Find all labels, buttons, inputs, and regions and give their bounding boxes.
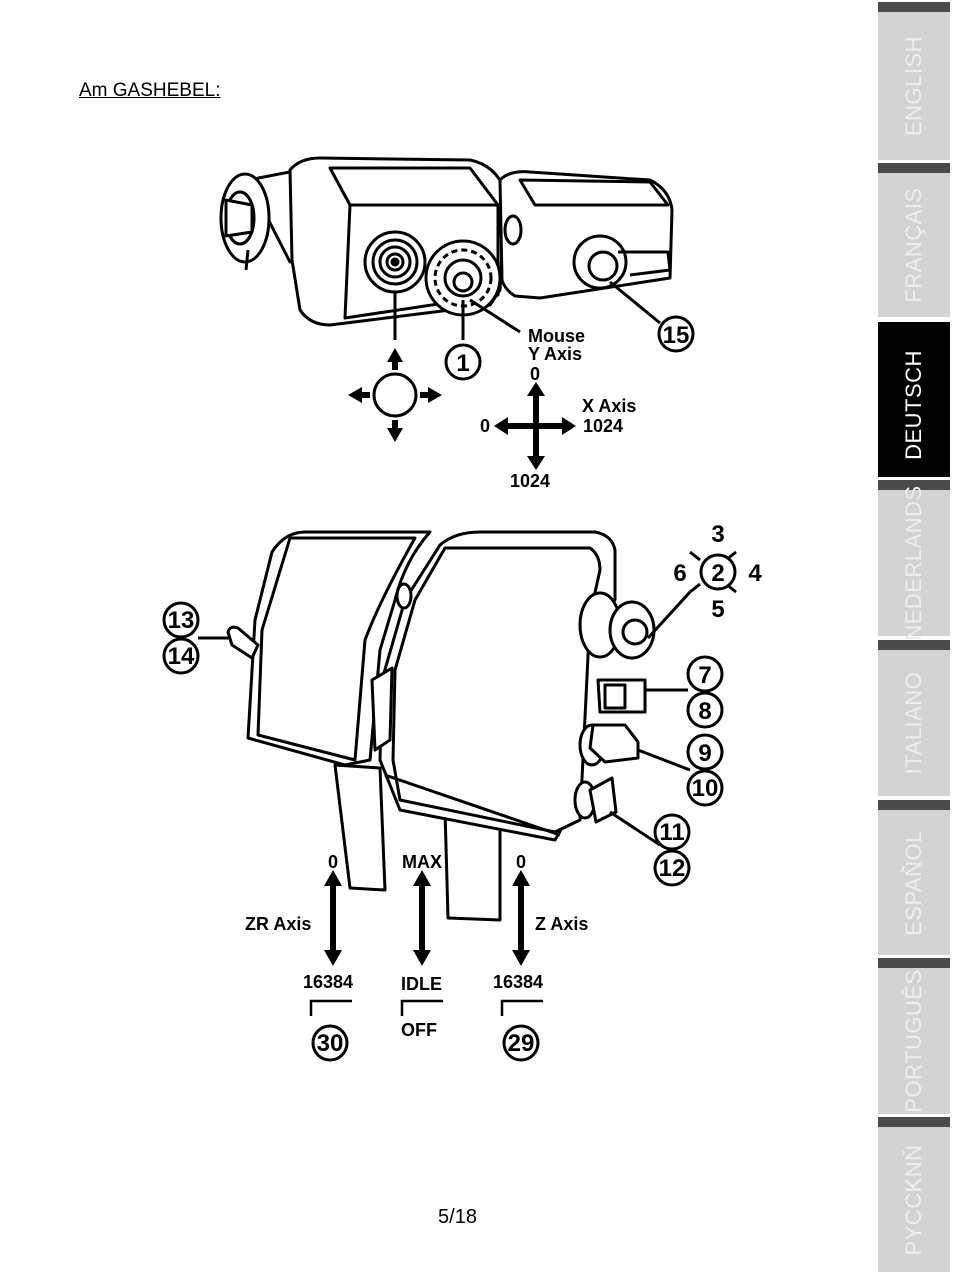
x-axis-label: X Axis [582, 396, 636, 416]
tab-portugues[interactable]: PORTUGUÊS [878, 958, 950, 1114]
idle-label: IDLE [401, 974, 442, 994]
callout-9: 9 [686, 733, 724, 771]
z-top-value: 0 [516, 852, 526, 872]
callout-1: 1 [444, 343, 482, 381]
svg-text:29: 29 [508, 1030, 535, 1057]
z-bottom-value: 16384 [493, 972, 543, 992]
language-tab-bar: ENGLISH FRANÇAIS DEUTSCH NEDERLANDS ITAL… [870, 0, 954, 1272]
tab-label: DEUTSCH [901, 349, 926, 460]
tab-label: ENGLISH [901, 35, 926, 137]
svg-text:12: 12 [659, 855, 686, 882]
y-bottom-value: 1024 [510, 471, 550, 491]
tab-label: FRANÇAIS [901, 187, 926, 303]
x-right-value: 1024 [583, 416, 623, 436]
svg-text:7: 7 [698, 662, 711, 689]
tab-italiano[interactable]: ITALIANO [878, 640, 950, 796]
mini-stick-directions [348, 348, 442, 442]
tab-label: NEDERLANDS [901, 485, 926, 641]
switch-symbols [309, 999, 543, 1016]
callout-11: 11 [653, 813, 691, 851]
svg-text:15: 15 [663, 322, 690, 349]
zr-top-value: 0 [328, 852, 338, 872]
svg-text:2: 2 [711, 560, 724, 587]
callout-15: 15 [657, 315, 695, 353]
off-label: OFF [401, 1020, 437, 1040]
callout-7: 7 [686, 655, 724, 693]
svg-text:4: 4 [748, 560, 762, 587]
svg-text:8: 8 [698, 698, 711, 725]
page-heading: Am GASHEBEL: [79, 80, 221, 101]
y-axis-label: Y Axis [528, 344, 582, 364]
tab-label: PORTUGUÊS [901, 969, 926, 1113]
mouse-label: Mouse [528, 326, 585, 346]
top-leader-lines [393, 280, 661, 340]
svg-text:13: 13 [168, 607, 195, 634]
tab-english[interactable]: ENGLISH [878, 2, 950, 160]
tab-nederlands[interactable]: NEDERLANDS [878, 480, 950, 641]
throttle-top-view [219, 156, 674, 327]
svg-text:1: 1 [456, 350, 469, 377]
svg-text:3: 3 [711, 521, 724, 548]
svg-text:14: 14 [168, 643, 195, 670]
tab-label: PYCCKNŇ [901, 1143, 926, 1256]
svg-text:9: 9 [698, 740, 711, 767]
svg-text:10: 10 [692, 775, 719, 802]
callout-13: 13 [162, 601, 200, 639]
mouse-axis-cross [494, 382, 576, 470]
callout-10: 10 [686, 769, 724, 807]
tab-espanol[interactable]: ESPAÑOL [878, 800, 950, 955]
svg-text:6: 6 [673, 560, 686, 587]
svg-text:5: 5 [711, 596, 724, 623]
tab-francais[interactable]: FRANÇAIS [878, 163, 950, 317]
tab-label: ITALIANO [901, 671, 926, 775]
svg-text:11: 11 [659, 819, 684, 846]
zr-bottom-value: 16384 [303, 972, 353, 992]
callout-12: 12 [653, 849, 691, 887]
x-left-value: 0 [480, 416, 490, 436]
throttle-side-view [226, 530, 656, 922]
hat-switch-labels: 2 3 4 6 5 [673, 521, 762, 623]
throttle-diagram: 1 15 Mouse Y Axis 0 X Axis 0 1024 1024 [162, 156, 762, 1062]
callout-29: 29 [502, 1024, 540, 1062]
tab-deutsch[interactable]: DEUTSCH [878, 322, 950, 477]
svg-text:30: 30 [317, 1030, 344, 1057]
callout-30: 30 [311, 1024, 349, 1062]
max-label: MAX [402, 852, 442, 872]
tab-russian[interactable]: PYCCKNŇ [878, 1117, 950, 1272]
zr-axis-label: ZR Axis [245, 914, 311, 934]
z-axis-label: Z Axis [535, 914, 588, 934]
callout-14: 14 [162, 637, 200, 675]
callout-8: 8 [686, 691, 724, 729]
throttle-axis-arrows [324, 870, 530, 966]
page-number: 5/18 [438, 1206, 477, 1228]
tab-label: ESPAÑOL [901, 829, 926, 936]
y-top-value: 0 [530, 364, 540, 384]
bottom-leader-lines [198, 550, 737, 847]
